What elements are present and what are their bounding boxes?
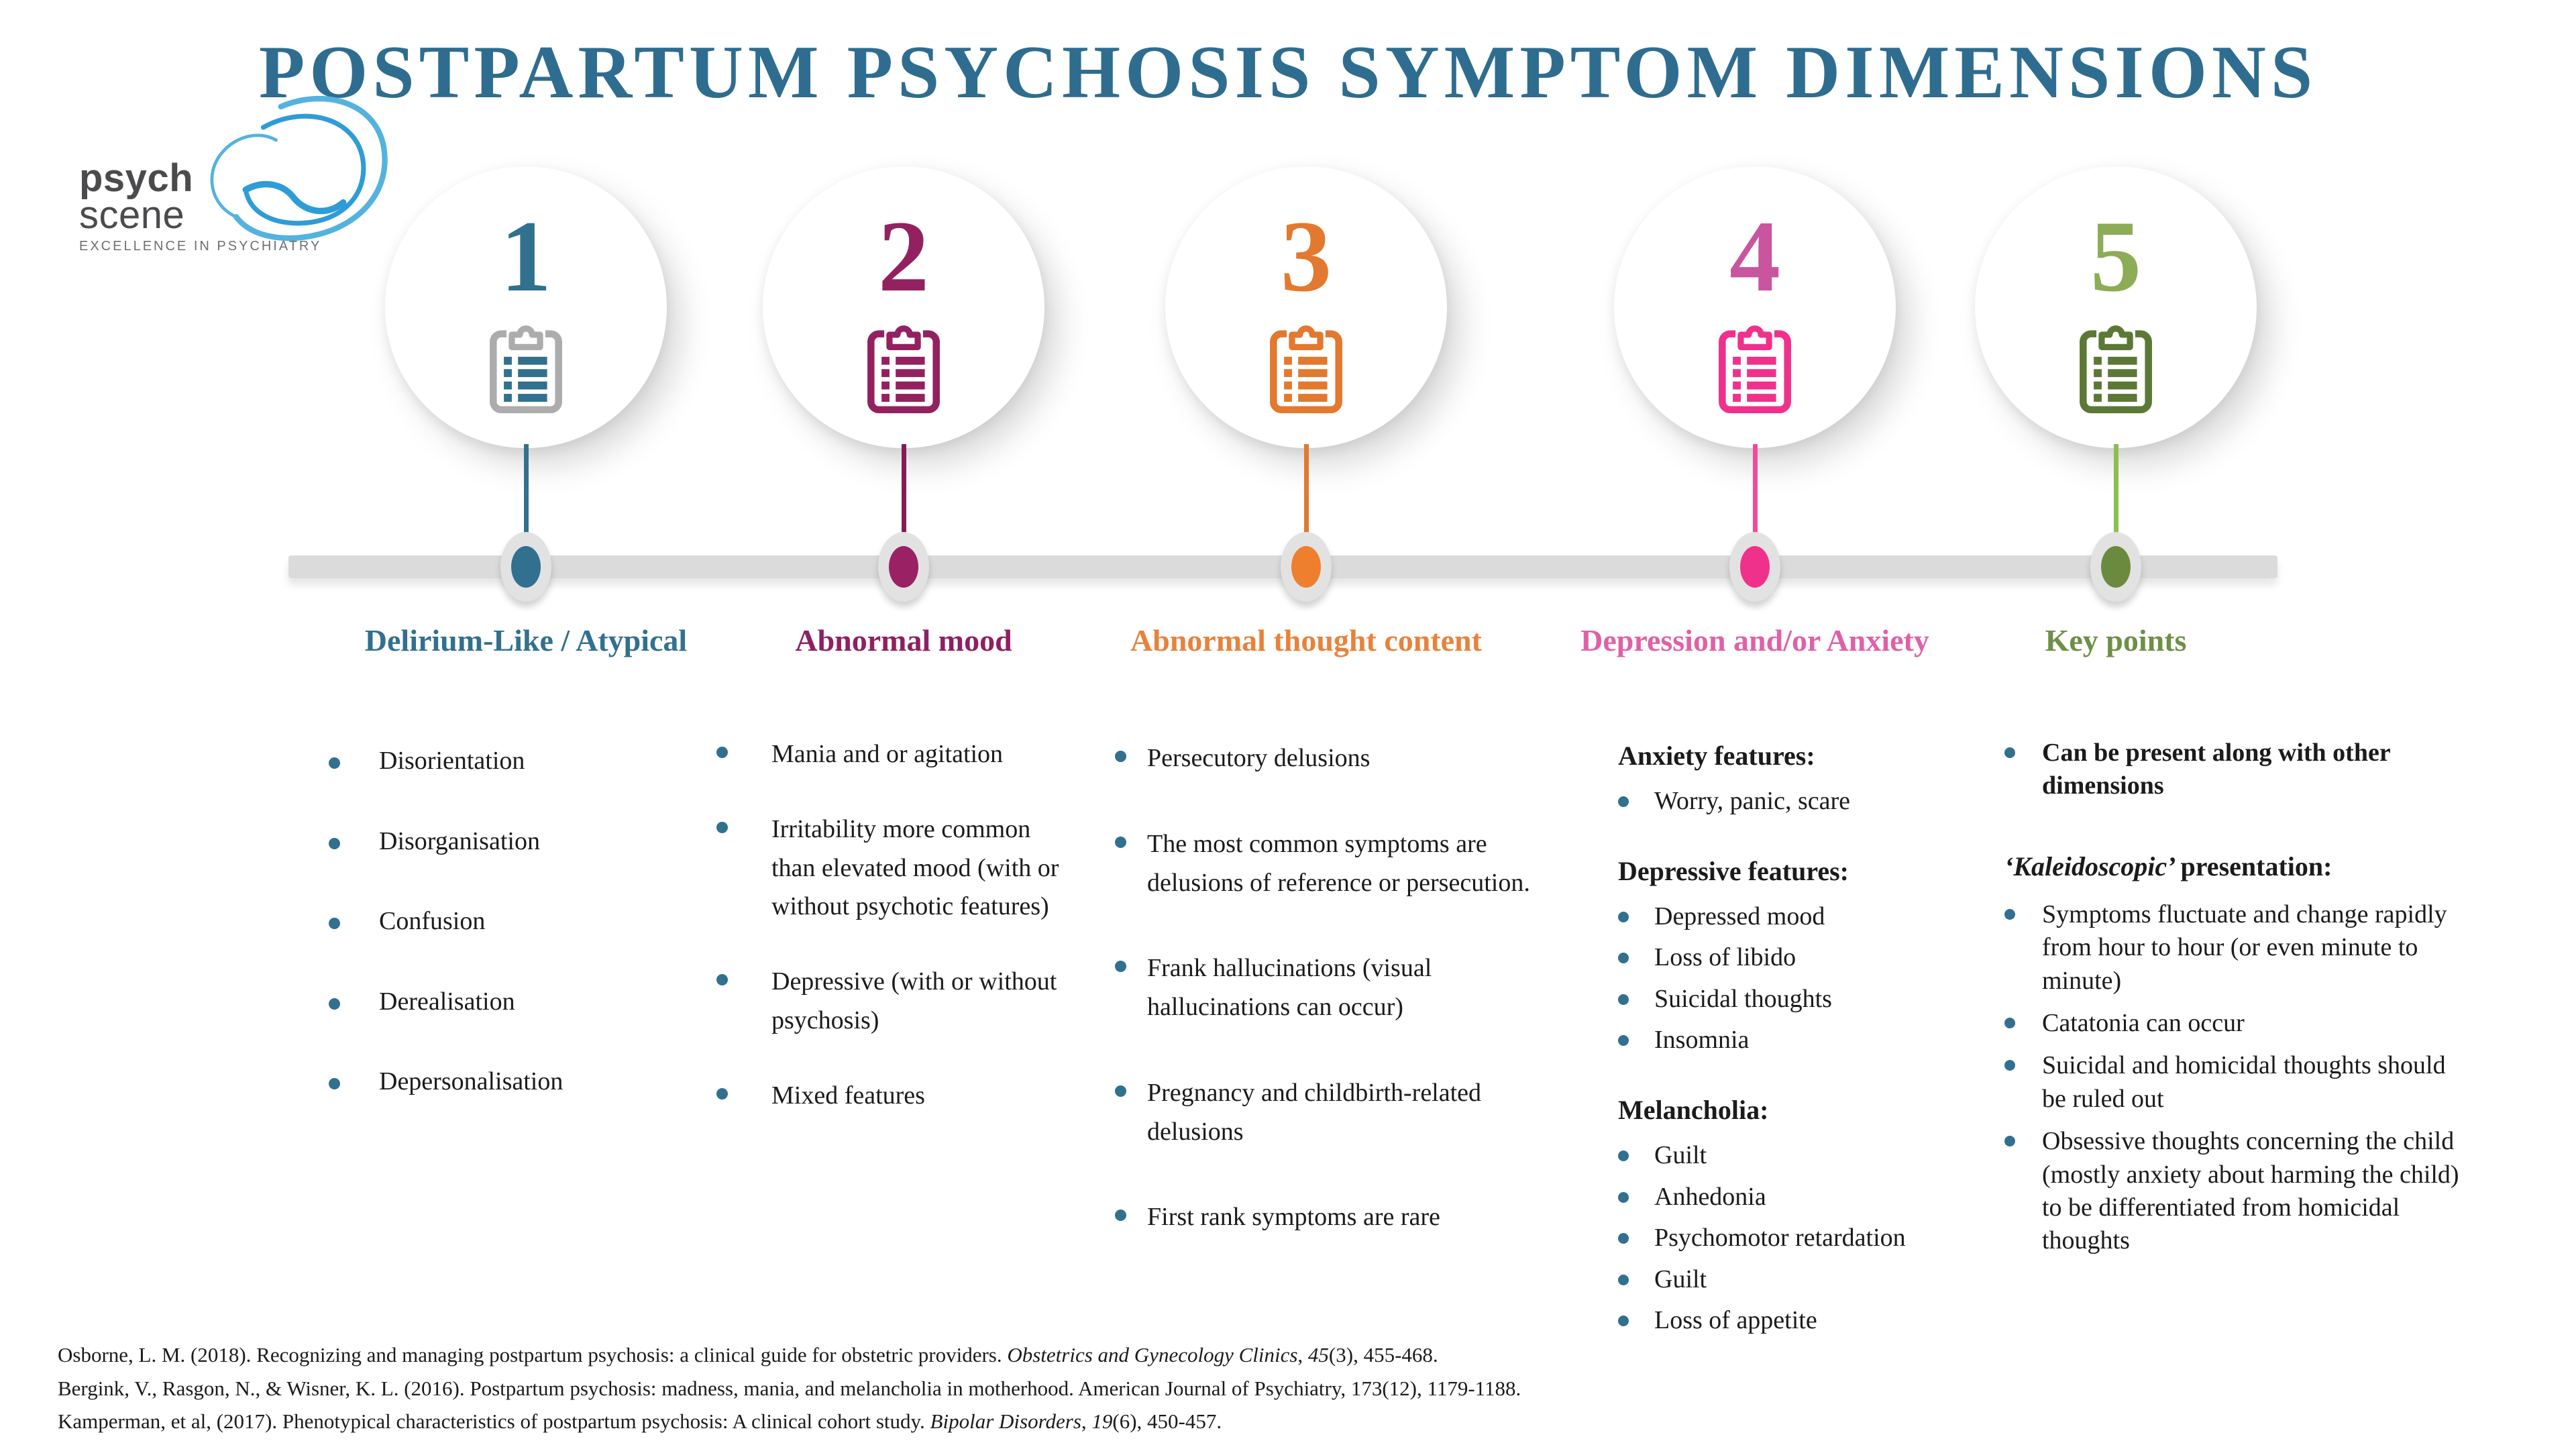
connector-line xyxy=(902,444,906,572)
list-item: Irritability more common than elevated m… xyxy=(716,810,1060,926)
timeline-marker xyxy=(1729,532,1780,602)
list-item: Derealisation xyxy=(329,987,731,1018)
list-item: Loss of appetite xyxy=(1618,1305,2007,1336)
connector-line xyxy=(2114,444,2118,572)
list-item: Insomnia xyxy=(1618,1025,2007,1056)
timeline-dot xyxy=(1291,546,1321,588)
brain-swirl-icon xyxy=(210,95,388,242)
logo-tagline: EXCELLENCE IN PSYCHIATRY xyxy=(79,239,322,254)
feature-group-anxiety: Anxiety features: Worry, panic, scare xyxy=(1618,737,2007,817)
page-title: POSTPARTUM PSYCHOSIS SYMPTOM DIMENSIONS xyxy=(258,31,2318,114)
connector-line xyxy=(524,444,529,572)
dimension-2: 2 Abnormal mood xyxy=(669,0,1138,671)
references: Osborne, L. M. (2018). Recognizing and m… xyxy=(58,1343,1668,1443)
list-item: Symptoms fluctuate and change rapidly fr… xyxy=(2004,898,2474,998)
feature-group-depressive: Depressive features: Depressed mood Loss… xyxy=(1618,852,2007,1056)
list-item: Can be present along with other dimensio… xyxy=(2004,737,2474,803)
timeline-marker xyxy=(878,532,929,602)
clipboard-lines xyxy=(504,356,547,402)
logo-word-scene: scene xyxy=(79,193,185,237)
clipboard-icon xyxy=(1270,325,1342,414)
dimension-number: 3 xyxy=(1281,200,1332,313)
list-item: Persecutory delusions xyxy=(1115,739,1563,778)
clipboard-lines xyxy=(1284,356,1328,402)
dimension-heading: Key points xyxy=(2045,623,2187,657)
dimension-circle: 4 xyxy=(1614,166,1896,448)
dimension-number: 1 xyxy=(500,200,551,313)
clipboard-icon xyxy=(490,325,562,414)
reference-line: Bergink, V., Rasgon, N., & Wisner, K. L.… xyxy=(58,1376,1521,1400)
timeline-dot xyxy=(2101,546,2131,588)
connector-line xyxy=(1753,444,1758,572)
list-item: Worry, panic, scare xyxy=(1618,786,2007,817)
dimension-3: 3 Abnormal thought content xyxy=(1071,0,1541,671)
dimension-5: 5 Key points xyxy=(1881,0,2351,671)
logo-word-psych: psych xyxy=(79,156,194,200)
list-item: Catatonia can occur xyxy=(2004,1007,2474,1040)
column-depression-anxiety-list: Anxiety features: Worry, panic, scare De… xyxy=(1618,737,2007,1371)
list-item: Obsessive thoughts concerning the child … xyxy=(2004,1125,2474,1258)
clipboard-icon xyxy=(1719,325,1791,414)
column-key-points-list: Can be present along with other dimensio… xyxy=(2004,737,2474,1267)
group-heading: Depressive features: xyxy=(1618,855,1849,886)
kaleidoscopic-heading: ‘Kaleidoscopic’ presentation: xyxy=(2004,851,2332,881)
dimension-heading: Delirium-Like / Atypical xyxy=(364,623,688,657)
list-item: Disorientation xyxy=(329,746,731,777)
list-item: Suicidal and homicidal thoughts should b… xyxy=(2004,1049,2474,1116)
reference-line: Kamperman, et al, (2017). Phenotypical c… xyxy=(58,1409,1222,1434)
dimension-number: 4 xyxy=(1729,200,1780,313)
dimension-heading: Abnormal mood xyxy=(795,623,1012,657)
timeline-dot xyxy=(511,546,541,588)
dimension-heading: Abnormal thought content xyxy=(1130,623,1482,657)
clipboard-lines xyxy=(2094,356,2137,402)
dimension-4: 4 Depression and/or Anxiety xyxy=(1520,0,1990,671)
list-item: Suicidal thoughts xyxy=(1618,984,2007,1015)
column-abnormal-mood-list: Mania and or agitation Irritability more… xyxy=(716,735,1060,1151)
list-item: Mixed features xyxy=(716,1077,1060,1116)
dimension-number: 5 xyxy=(2090,200,2141,313)
dimension-number: 2 xyxy=(878,200,929,313)
feature-group-melancholia: Melancholia: Guilt Anhedonia Psychomotor… xyxy=(1618,1091,2007,1336)
dimension-circle: 2 xyxy=(763,166,1044,448)
list-item: Depressed mood xyxy=(1618,902,2007,932)
dimension-heading: Depression and/or Anxiety xyxy=(1580,623,1929,657)
dimension-circle: 1 xyxy=(385,166,667,448)
group-heading: Melancholia: xyxy=(1618,1094,1769,1125)
dimension-circle: 5 xyxy=(1975,166,2257,448)
list-item: First rank symptoms are rare xyxy=(1115,1198,1563,1237)
clipboard-lines xyxy=(881,356,925,402)
timeline-marker xyxy=(500,532,551,602)
list-item: Loss of libido xyxy=(1618,943,2007,973)
list-item: Mania and or agitation xyxy=(716,735,1060,774)
list-item: Frank hallucinations (visual hallucinati… xyxy=(1115,949,1563,1027)
list-item: Disorganisation xyxy=(329,826,731,857)
timeline-marker xyxy=(2090,532,2141,602)
list-item: Anhedonia xyxy=(1618,1182,2007,1213)
clipboard-lines xyxy=(1733,356,1776,402)
list-item: The most common symptoms are delusions o… xyxy=(1115,825,1563,903)
clipboard-icon xyxy=(867,325,940,414)
timeline-marker xyxy=(1281,532,1332,602)
psych-scene-logo: psych scene EXCELLENCE IN PSYCHIATRY xyxy=(79,156,322,254)
list-item: Psychomotor retardation xyxy=(1618,1223,2007,1254)
list-item: Guilt xyxy=(1618,1140,2007,1171)
connector-line xyxy=(1304,444,1309,572)
dimension-1: 1 Delirium-Like / Atypical xyxy=(291,0,761,671)
column-delirium-list: Disorientation Disorganisation Confusion… xyxy=(329,746,731,1147)
list-item: Depersonalisation xyxy=(329,1067,731,1098)
list-item: Guilt xyxy=(1618,1265,2007,1295)
column-thought-content-list: Persecutory delusions The most common sy… xyxy=(1115,739,1563,1284)
list-item: Pregnancy and childbirth-related delusio… xyxy=(1115,1074,1563,1152)
clipboard-icon xyxy=(2080,325,2152,414)
list-item: Depressive (with or without psychosis) xyxy=(716,963,1060,1040)
group-heading: Anxiety features: xyxy=(1618,741,1815,771)
timeline-dot xyxy=(889,546,918,588)
reference-line: Osborne, L. M. (2018). Recognizing and m… xyxy=(58,1343,1438,1367)
dimension-circle: 3 xyxy=(1165,166,1447,448)
list-item: Confusion xyxy=(329,906,731,937)
timeline-dot xyxy=(1740,546,1770,588)
